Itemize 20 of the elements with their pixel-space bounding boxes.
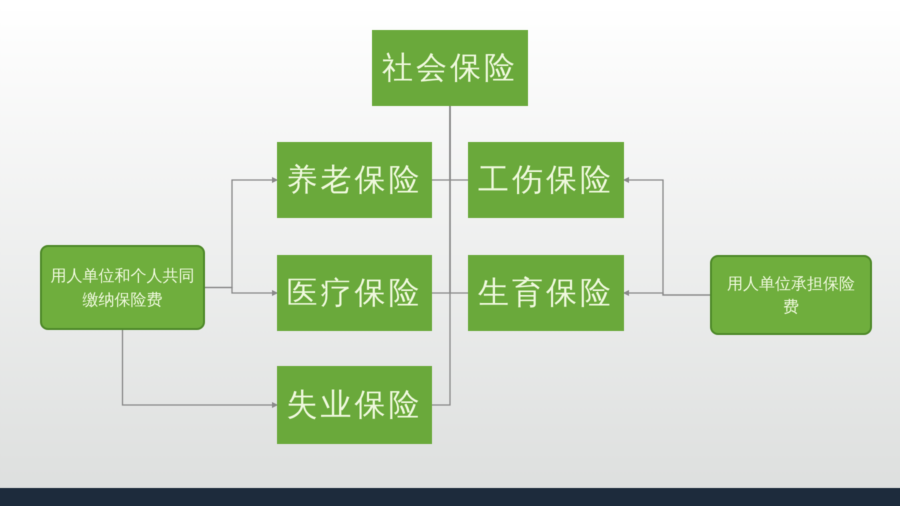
- box-label: 用人单位和个人共同缴纳保险费: [50, 265, 195, 310]
- connector-line: [432, 106, 451, 406]
- source-box: [40, 245, 205, 330]
- box-label: 医疗保险: [286, 274, 422, 313]
- insurance-box: [468, 255, 624, 331]
- box-label: 养老保险: [286, 160, 422, 200]
- connector-line: [122, 330, 278, 408]
- box-label: 工伤保险: [478, 160, 614, 200]
- insurance-box: [468, 142, 624, 218]
- insurance-box: [277, 142, 432, 218]
- insurance-box: [277, 366, 432, 444]
- insurance-box: [277, 255, 432, 331]
- connector-line: [205, 286, 278, 296]
- box-label: 社会保险: [382, 48, 518, 88]
- box-label: 生育保险: [478, 274, 614, 313]
- box-label: 失业保险: [286, 386, 422, 425]
- source-box: [710, 255, 872, 335]
- connector-line: [623, 290, 710, 296]
- box-label: 用人单位承担保险费: [726, 272, 856, 318]
- insurance-box: [372, 30, 528, 106]
